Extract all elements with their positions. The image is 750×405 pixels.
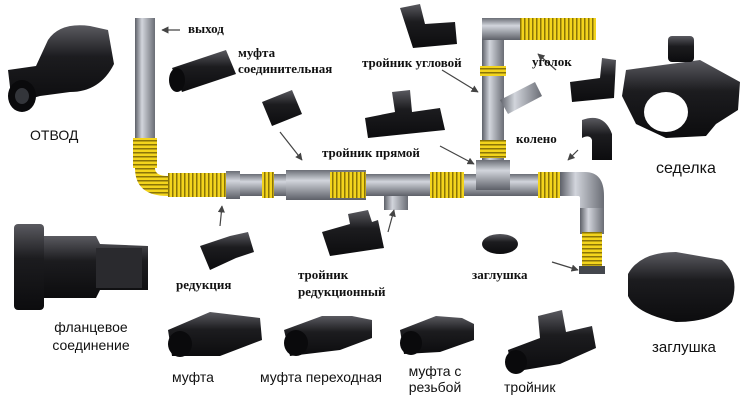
label-troynik: тройник — [504, 379, 556, 395]
label-sedelka: седелка — [656, 160, 716, 177]
coupling-3-coil — [330, 172, 366, 198]
downpipe-coupling — [582, 232, 602, 268]
left-elbow — [135, 168, 168, 196]
coupling-4 — [430, 172, 464, 198]
label-mufta-rezba-2: резьбой — [408, 379, 462, 395]
label-redukciya: редукция — [176, 277, 232, 292]
coupling-icon — [262, 90, 302, 126]
arrow-troynik-red — [387, 209, 396, 233]
label-flanc-1: фланцевое — [54, 319, 128, 335]
riser-coupling-1 — [480, 66, 506, 76]
arrow-mufta — [279, 131, 303, 161]
arrow-troynik-pryamoy — [439, 145, 475, 165]
big-plug-icon — [628, 252, 735, 322]
label-zaglushka-big: заглушка — [652, 339, 716, 356]
coupling-5 — [538, 172, 560, 198]
arrow-ugolok — [537, 53, 557, 71]
label-troynik-red-2: редукционный — [298, 284, 386, 299]
coupling-2 — [262, 172, 274, 198]
arrow-redukciya — [217, 205, 225, 227]
label-troynik-uglovoy: тройник угловой — [362, 55, 462, 70]
reducer-icon — [200, 232, 254, 270]
riser-pipe — [482, 22, 504, 172]
arrow-zaglushka — [551, 261, 579, 272]
riser-coupling-2 — [480, 140, 506, 158]
downpipe — [580, 208, 604, 234]
label-mufta-rezba-1: муфта с — [408, 363, 462, 379]
angled-branch — [500, 82, 542, 114]
arrow-koleno — [567, 149, 579, 161]
label-koleno: колено — [516, 131, 557, 146]
label-troynik-pryamoy: тройник прямой — [322, 145, 420, 160]
arrow-troynik-uglovoy — [441, 69, 479, 93]
right-elbow — [560, 172, 604, 210]
label-flanc-2: соединение — [52, 337, 130, 353]
fittings-catalog — [8, 4, 740, 374]
label-otvod: ОТВОД — [30, 127, 79, 143]
riser-tee — [476, 160, 510, 190]
exit-pipe — [135, 18, 155, 138]
label-mufta: муфта — [172, 369, 214, 385]
small-plug-icon — [482, 234, 518, 254]
reduction-fitting — [226, 171, 240, 199]
otvod-icon — [8, 25, 114, 104]
riser-elbow — [482, 18, 522, 40]
end-cap — [579, 266, 605, 274]
angle-tee-icon — [400, 4, 457, 48]
knee-icon — [582, 117, 612, 160]
corner-icon — [570, 58, 616, 102]
coupling-1 — [168, 173, 226, 197]
label-zaglushka-small: заглушка — [472, 267, 528, 282]
flange-plate — [14, 224, 44, 310]
riser-coupling-top — [520, 18, 596, 40]
straight-tee-icon — [365, 90, 445, 138]
pointer-arrows — [161, 26, 579, 272]
label-vyhod: выход — [188, 21, 224, 36]
label-mufta-soed-1: муфта — [238, 45, 276, 60]
straight-tee-stub — [384, 196, 408, 210]
label-ugolok: уголок — [532, 54, 572, 69]
label-mufta-soed-2: соединительная — [238, 61, 333, 76]
exit-coupling — [133, 138, 157, 168]
label-mufta-perehod: муфта переходная — [260, 369, 382, 385]
pipe-system — [133, 18, 605, 274]
troynik-icon — [508, 310, 596, 372]
label-troynik-red-1: тройник — [298, 267, 349, 282]
connecting-coupling-icon — [172, 50, 236, 92]
reducing-tee-icon — [322, 210, 384, 256]
